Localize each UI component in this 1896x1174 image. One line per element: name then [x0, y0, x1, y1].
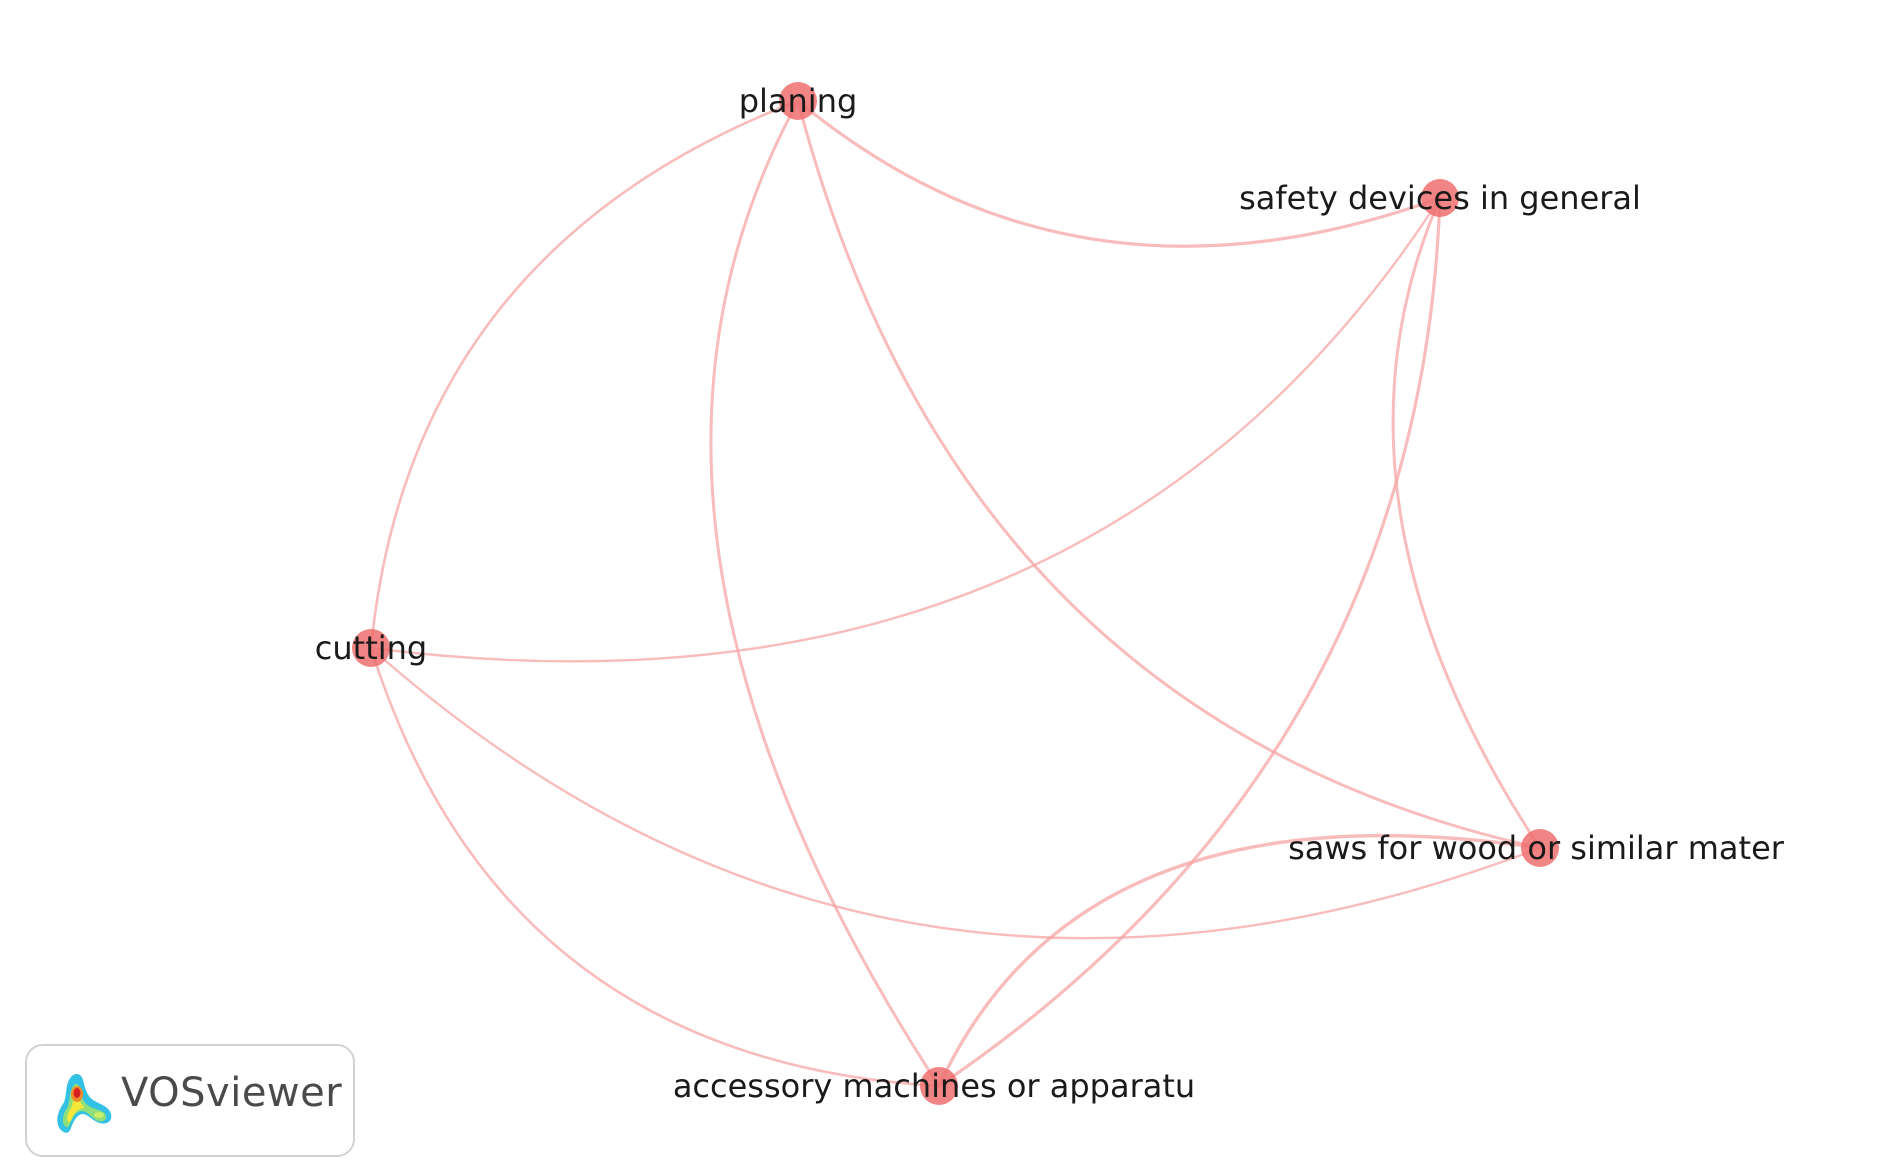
vosviewer-logo-text: VOSviewer	[121, 1070, 343, 1116]
vosviewer-logo: VOSviewer	[25, 1044, 355, 1157]
edge-planing-accessory	[709, 99, 941, 1088]
node-label-saws[interactable]: saws for wood or similar mater	[1288, 829, 1785, 867]
edge-safety-cutting	[369, 196, 1442, 663]
node-label-planing[interactable]: planing	[739, 82, 858, 120]
edge-safety-saws	[1391, 196, 1542, 850]
node-planing[interactable]	[779, 82, 817, 120]
node-accessory[interactable]	[920, 1067, 958, 1105]
nodes-layer	[352, 82, 1559, 1105]
edges-layer	[369, 99, 1542, 1088]
edge-cutting-saws	[369, 646, 1542, 940]
edge-planing-saws	[796, 99, 1542, 850]
edge-cutting-accessory	[369, 646, 941, 1088]
edge-planing-safety	[796, 99, 1442, 248]
edge-saws-accessory	[937, 833, 1542, 1088]
node-cutting[interactable]	[352, 629, 390, 667]
node-label-safety[interactable]: safety devices in general	[1239, 179, 1641, 217]
node-safety[interactable]	[1421, 179, 1459, 217]
node-saws[interactable]	[1521, 829, 1559, 867]
labels-layer: planing safety devices in general cutting s…	[315, 82, 1785, 1105]
edge-planing-cutting	[369, 99, 800, 650]
edge-safety-accessory	[937, 196, 1442, 1088]
node-label-accessory[interactable]: accessory machines or apparatu	[673, 1067, 1195, 1105]
vosviewer-logo-icon	[57, 1074, 112, 1133]
node-label-cutting[interactable]: cutting	[315, 629, 427, 667]
